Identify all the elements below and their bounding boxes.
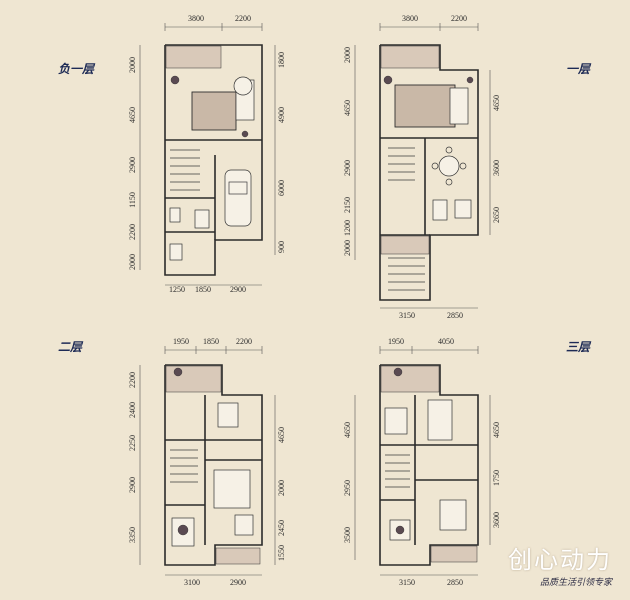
dim-f2-right-3: 2450 — [277, 520, 286, 536]
dim-b1-left-2: 4650 — [128, 107, 137, 123]
dim-f1-right-3: 2650 — [492, 207, 501, 223]
dim-f3-right-2: 1750 — [492, 470, 501, 486]
dim-f2-bottom-2: 2900 — [230, 578, 246, 587]
plan-second-floor: 1950 1850 2200 2200 2400 2250 2900 3350 … — [128, 337, 286, 587]
dim-f2-bottom-1: 3100 — [184, 578, 200, 587]
dim-f3-right-1: 4650 — [492, 422, 501, 438]
dim-f3-left-3: 3500 — [343, 527, 352, 543]
dim-f3-right-3: 3600 — [492, 512, 501, 528]
dim-f2-left-1: 2200 — [128, 372, 137, 388]
dim-f1-top-1: 3800 — [402, 14, 418, 23]
dim-f2-left-4: 2900 — [128, 477, 137, 493]
dim-f3-bottom-1: 3150 — [399, 578, 415, 587]
dim-f1-top-2: 2200 — [451, 14, 467, 23]
dim-b1-left-5: 2200 — [128, 224, 137, 240]
dim-b1-top-2: 2200 — [235, 14, 251, 23]
dim-b1-left-6: 2000 — [128, 254, 137, 270]
dim-f2-left-2: 2400 — [128, 402, 137, 418]
dim-b1-left-3: 2900 — [128, 157, 137, 173]
dim-f2-top-1: 1950 — [173, 337, 189, 346]
brand-watermark: 创心动力 品质生活引领专家 — [508, 540, 612, 588]
dim-f3-top-2: 4050 — [438, 337, 454, 346]
dim-f2-left-5: 3350 — [128, 527, 137, 543]
dim-f2-right-4: 1550 — [277, 545, 286, 561]
dim-f2-right-2: 2000 — [277, 480, 286, 496]
dim-b1-right-4: 900 — [277, 241, 286, 253]
dim-f2-top-2: 1850 — [203, 337, 219, 346]
floor-label-first: 一层 — [566, 62, 591, 76]
dim-b1-left-4: 1150 — [128, 192, 137, 208]
floor-label-second: 二层 — [58, 340, 83, 354]
dim-f3-left-2: 2950 — [343, 480, 352, 496]
plan-first-floor: 3800 2200 2000 4650 2900 2150 1200 2000 … — [343, 14, 501, 320]
dim-f1-right-1: 4650 — [492, 95, 501, 111]
plan-third-floor: 1950 4050 4650 2950 3500 4650 1750 3600 … — [343, 337, 501, 587]
dim-b1-bottom-1: 1250 — [169, 285, 185, 294]
floor-label-basement: 负一层 — [58, 62, 95, 76]
dim-b1-top-1: 3800 — [188, 14, 204, 23]
brand-slogan: 品质生活引领专家 — [539, 578, 612, 588]
dim-f2-top-3: 2200 — [236, 337, 252, 346]
dim-b1-right-3: 6000 — [277, 180, 286, 196]
dim-f1-left-6: 2000 — [343, 240, 352, 256]
dim-f1-left-1: 2000 — [343, 47, 352, 63]
dim-f1-left-3: 2900 — [343, 160, 352, 176]
dim-f3-left-1: 4650 — [343, 422, 352, 438]
dim-f1-bottom-1: 3150 — [399, 311, 415, 320]
brand-name: 创心动力 — [508, 546, 612, 574]
dim-f1-bottom-2: 2850 — [447, 311, 463, 320]
plan-basement: 3800 2200 2000 4650 2900 1150 2200 2000 … — [128, 14, 286, 294]
dim-f3-top-1: 1950 — [388, 337, 404, 346]
dim-f1-right-2: 3600 — [492, 160, 501, 176]
floor-label-third: 三层 — [566, 340, 591, 354]
dim-f1-left-4: 2150 — [343, 197, 352, 213]
dim-f1-left-2: 4650 — [343, 100, 352, 116]
dim-b1-bottom-3: 2900 — [230, 285, 246, 294]
dim-b1-bottom-2: 1850 — [195, 285, 211, 294]
dim-f2-right-1: 4650 — [277, 427, 286, 443]
dim-b1-right-1: 1800 — [277, 52, 286, 68]
dim-b1-right-2: 4900 — [277, 107, 286, 123]
dim-f1-left-5: 1200 — [343, 220, 352, 236]
dim-b1-left-1: 2000 — [128, 57, 137, 73]
dim-f2-left-3: 2250 — [128, 435, 137, 451]
dim-f3-bottom-2: 2850 — [447, 578, 463, 587]
